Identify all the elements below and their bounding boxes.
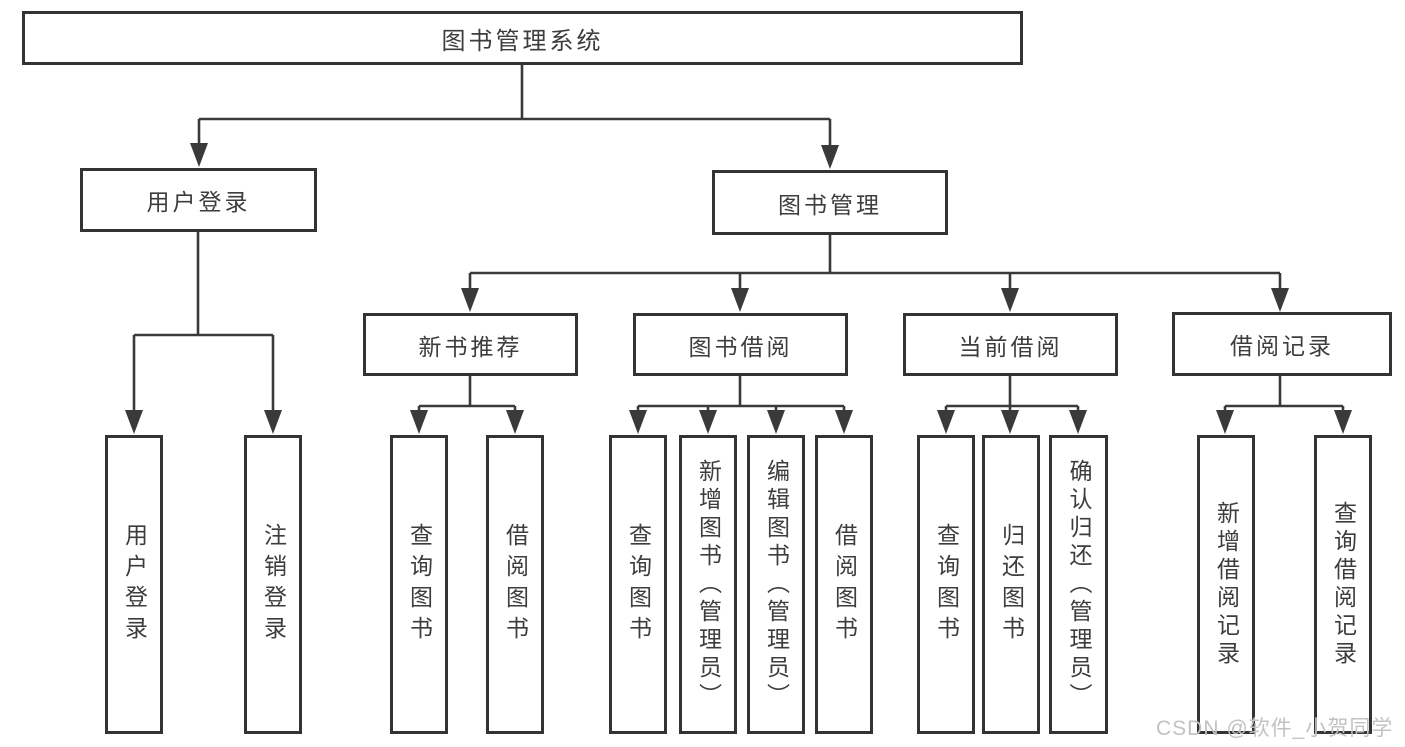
leaf-query-books-current: 查询图书 bbox=[917, 435, 975, 734]
node-label: 确认归还（管理员） bbox=[1066, 458, 1092, 711]
leaf-add-borrow-record: 新增借阅记录 bbox=[1197, 435, 1255, 734]
leaf-borrow-books-recommend: 借阅图书 bbox=[486, 435, 544, 734]
node-label: 编辑图书（管理员） bbox=[763, 458, 790, 711]
node-label: 新增图书（管理员） bbox=[695, 458, 722, 711]
node-label: 注销登录 bbox=[260, 522, 287, 647]
node-label: 查询图书 bbox=[406, 522, 433, 647]
node-label: 图书管理系统 bbox=[441, 27, 604, 55]
node-user-login: 用户登录 bbox=[80, 168, 317, 232]
connector-new-book-split bbox=[417, 376, 517, 412]
node-library-management-system: 图书管理系统 bbox=[22, 11, 1023, 65]
node-label: 查询图书 bbox=[933, 522, 960, 647]
node-label: 用户登录 bbox=[121, 522, 148, 647]
node-label: 借阅图书 bbox=[502, 522, 529, 647]
leaf-return-book: 归还图书 bbox=[982, 435, 1040, 734]
node-label: 新增借阅记录 bbox=[1213, 500, 1240, 669]
connector-book-borrow-split bbox=[636, 376, 846, 412]
connector-book-management-split bbox=[468, 235, 1282, 290]
node-label: 借阅记录 bbox=[1230, 333, 1334, 359]
node-book-borrowing: 图书借阅 bbox=[633, 313, 848, 376]
leaf-add-book-admin: 新增图书（管理员） bbox=[679, 435, 737, 734]
leaf-confirm-return-admin: 确认归还（管理员） bbox=[1049, 435, 1108, 734]
node-label: 查询借阅记录 bbox=[1330, 500, 1357, 669]
node-borrowing-records: 借阅记录 bbox=[1172, 312, 1392, 376]
leaf-query-books-recommend: 查询图书 bbox=[390, 435, 448, 734]
connector-current-borrow-split bbox=[944, 376, 1080, 412]
leaf-query-books-borrow: 查询图书 bbox=[609, 435, 667, 734]
leaf-borrow-books: 借阅图书 bbox=[815, 435, 873, 734]
node-current-borrowing: 当前借阅 bbox=[903, 313, 1118, 376]
node-label: 用户登录 bbox=[146, 189, 251, 215]
node-label: 归还图书 bbox=[998, 522, 1025, 647]
node-label: 当前借阅 bbox=[958, 333, 1063, 360]
csdn-watermark: CSDN @软件_小贺同学 bbox=[1156, 717, 1394, 740]
connector-borrow-record-split bbox=[1223, 376, 1345, 412]
leaf-logout: 注销登录 bbox=[244, 435, 302, 734]
node-label: 图书管理 bbox=[778, 191, 882, 218]
node-book-management: 图书管理 bbox=[712, 170, 948, 235]
node-new-book-recommendation: 新书推荐 bbox=[363, 313, 578, 376]
leaf-edit-book-admin: 编辑图书（管理员） bbox=[747, 435, 805, 734]
connector-root-split bbox=[197, 65, 832, 148]
arrowheads bbox=[125, 143, 1352, 434]
node-label: 新书推荐 bbox=[418, 333, 523, 360]
connector-user-login-split bbox=[132, 232, 275, 412]
node-label: 借阅图书 bbox=[831, 522, 858, 647]
node-label: 查询图书 bbox=[625, 522, 652, 647]
node-label: 图书借阅 bbox=[688, 333, 793, 360]
leaf-user-login: 用户登录 bbox=[105, 435, 163, 734]
leaf-query-borrow-record: 查询借阅记录 bbox=[1314, 435, 1372, 734]
